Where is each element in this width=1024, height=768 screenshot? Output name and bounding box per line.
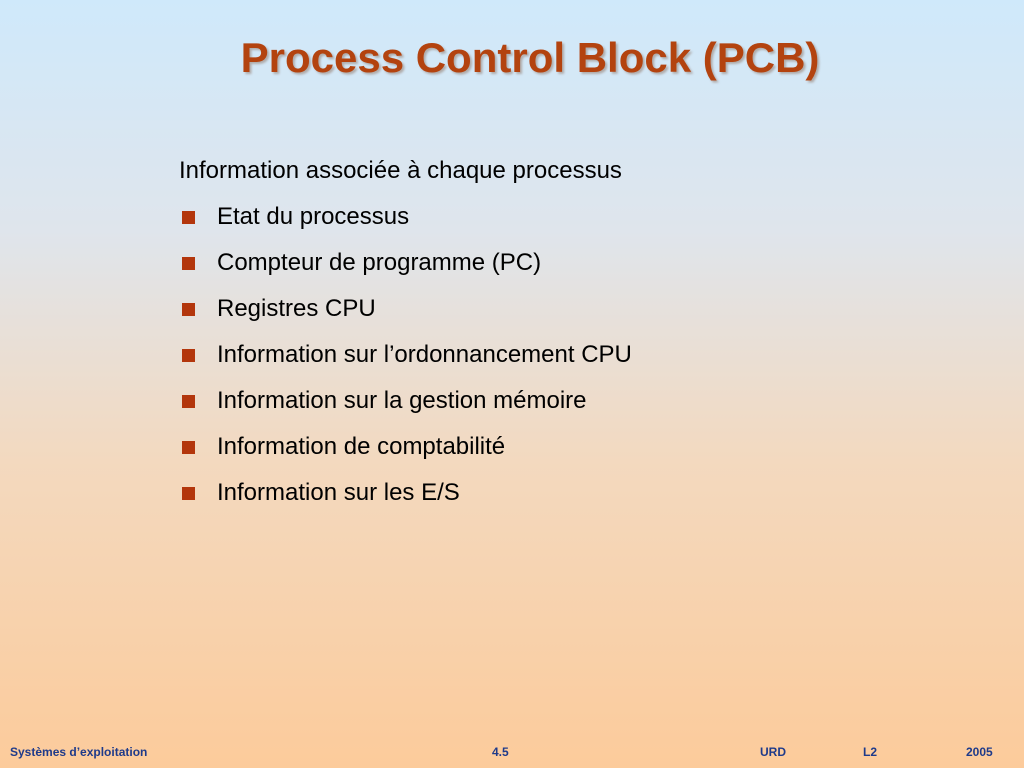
bullet-text: Information sur l’ordonnancement CPU	[217, 341, 632, 368]
square-bullet-icon	[182, 256, 195, 270]
list-item: Compteur de programme (PC)	[179, 245, 632, 281]
bullet-text: Information sur les E/S	[217, 479, 460, 506]
square-bullet-icon	[182, 440, 195, 454]
bullet-text: Registres CPU	[217, 295, 376, 322]
bullet-text: Information sur la gestion mémoire	[217, 387, 587, 414]
footer-year: 2005	[966, 745, 993, 759]
bullet-list: Etat du processus Compteur de programme …	[179, 199, 632, 511]
square-bullet-icon	[182, 348, 195, 362]
intro-text: Information associée à chaque processus	[179, 157, 622, 184]
footer-org: URD	[760, 745, 786, 759]
square-bullet-icon	[182, 210, 195, 224]
square-bullet-icon	[182, 486, 195, 500]
bullet-text: Information de comptabilité	[217, 433, 506, 460]
list-item: Registres CPU	[179, 291, 632, 327]
square-bullet-icon	[182, 302, 195, 316]
list-item: Information sur l’ordonnancement CPU	[179, 337, 632, 373]
list-item: Information sur les E/S	[179, 475, 632, 511]
bullet-text: Etat du processus	[217, 203, 410, 230]
slide-content: Information associée à chaque processus …	[179, 153, 632, 521]
list-item: Information de comptabilité	[179, 429, 632, 465]
slide-title: Process Control Block (PCB)	[240, 34, 820, 81]
list-item: Etat du processus	[179, 199, 632, 235]
list-item: Information sur la gestion mémoire	[179, 383, 632, 419]
footer-course: Systèmes d’exploitation	[10, 745, 148, 759]
footer-page-number: 4.5	[492, 745, 509, 759]
footer-level: L2	[863, 745, 878, 759]
bullet-text: Compteur de programme (PC)	[217, 249, 542, 276]
square-bullet-icon	[182, 394, 195, 408]
